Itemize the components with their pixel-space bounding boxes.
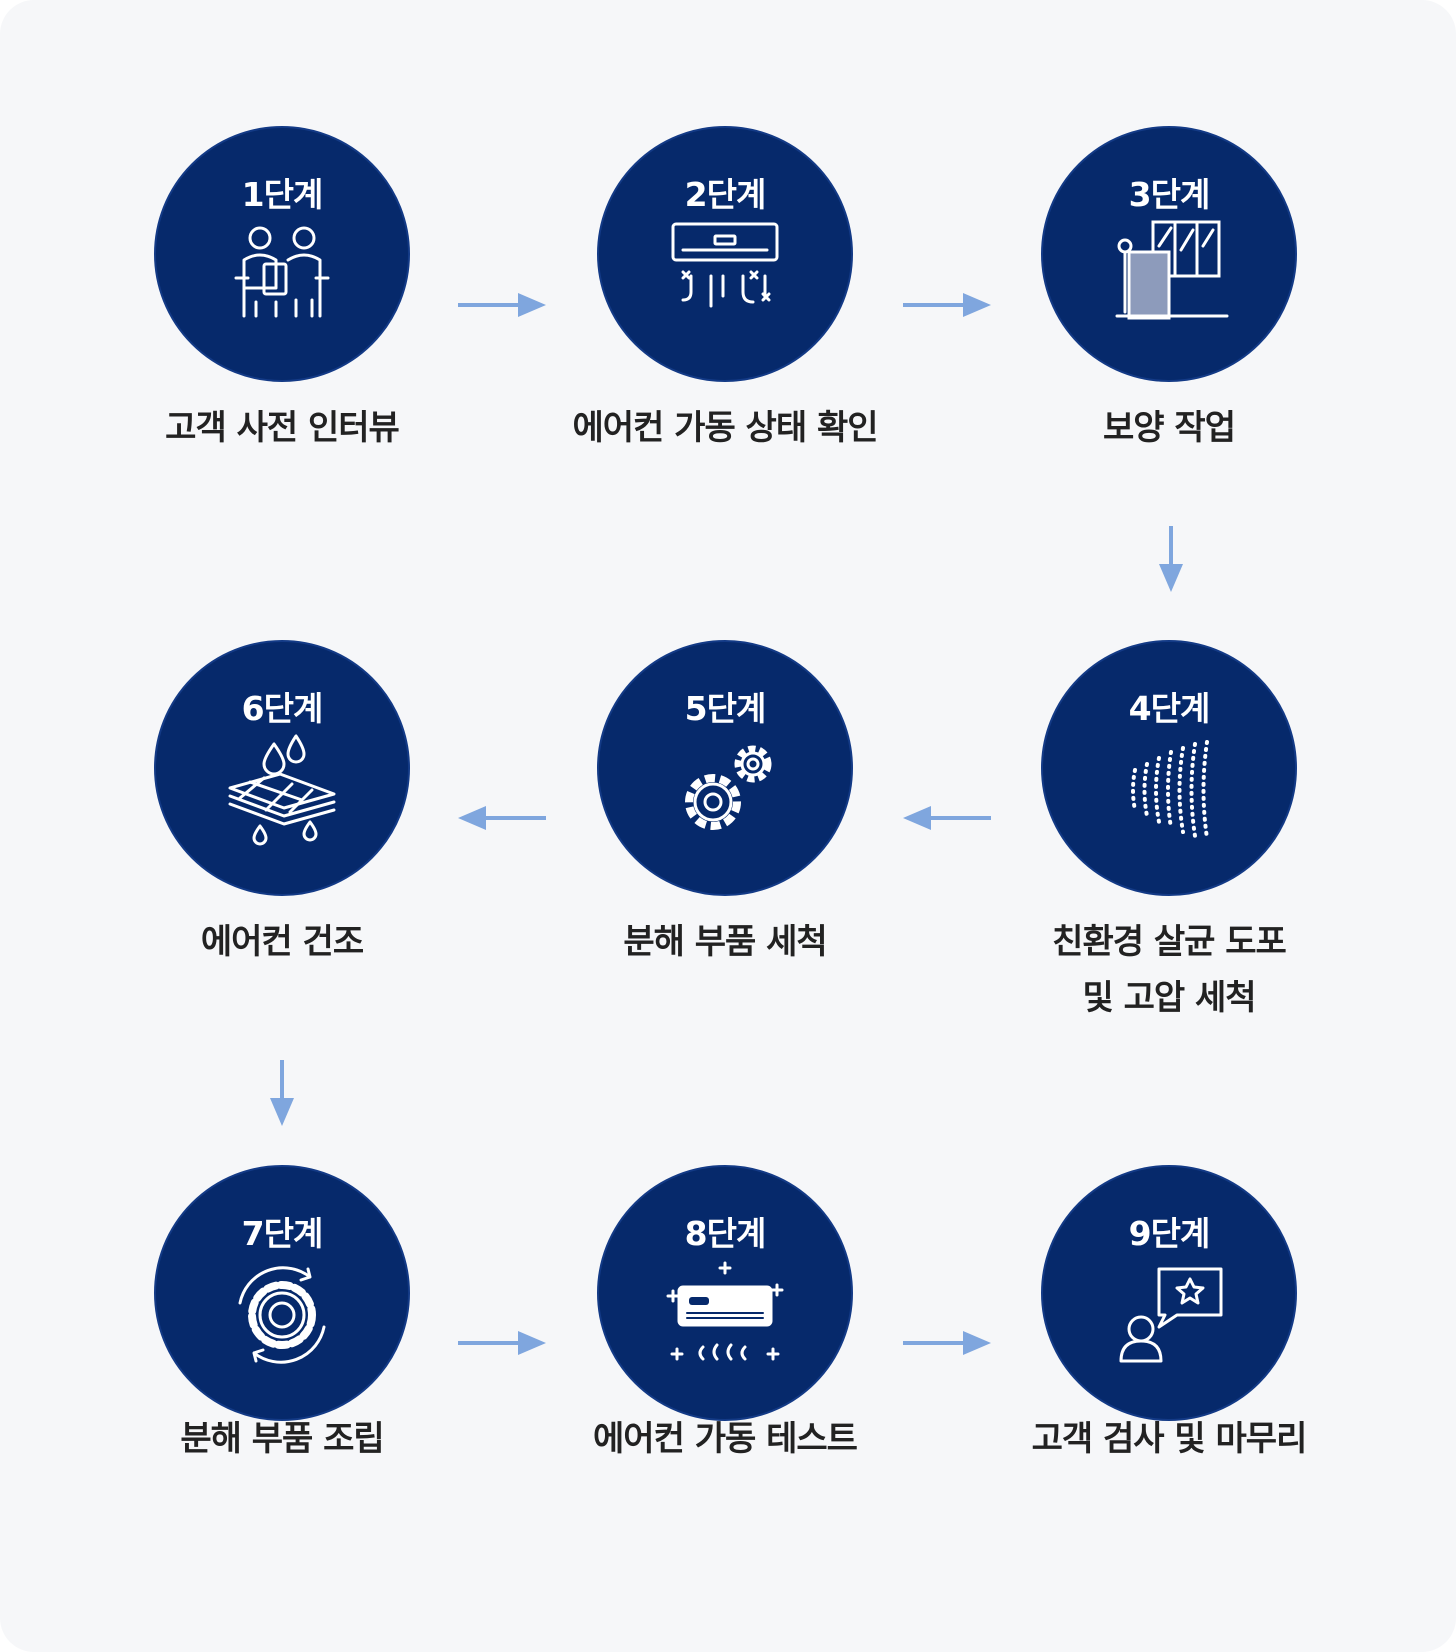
arrow-down — [267, 1058, 297, 1128]
step-number: 8단계 — [684, 1214, 767, 1253]
step-circle — [1041, 1165, 1297, 1421]
customer-review-icon — [1109, 1255, 1229, 1375]
step-circle — [597, 640, 853, 896]
step-number: 5단계 — [684, 689, 767, 728]
air-conditioner-check-icon — [665, 216, 785, 336]
step-label-line-2: 및 고압 세척 — [1082, 978, 1256, 1018]
step-circle — [597, 126, 853, 382]
step-label: 분해 부품 조립 — [180, 1419, 384, 1459]
step-number: 2단계 — [684, 175, 767, 214]
step-6: 6단계 — [154, 640, 410, 896]
step-label: 에어컨 건조 — [200, 922, 364, 962]
step-label: 분해 부품 세척 — [623, 922, 827, 962]
protective-cover-icon — [1109, 216, 1229, 336]
gear-cycle-icon — [222, 1255, 342, 1375]
arrow-right — [456, 290, 548, 320]
step-label: 보양 작업 — [1103, 408, 1236, 448]
step-3: 3단계 — [1041, 126, 1297, 382]
arrow-left — [901, 803, 993, 833]
step-number: 4단계 — [1128, 689, 1211, 728]
arrow-left — [456, 803, 548, 833]
step-label: 고객 검사 및 마무리 — [1031, 1419, 1308, 1459]
step-label: 에어컨 가동 테스트 — [593, 1419, 858, 1459]
step-label: 친환경 살균 도포 및 고압 세척 — [959, 914, 1379, 1026]
step-number: 3단계 — [1128, 175, 1211, 214]
step-label: 에어컨 가동 상태 확인 — [572, 408, 878, 448]
step-2: 2단계 — [597, 126, 853, 382]
step-9: 9단계 — [1041, 1165, 1297, 1421]
step-label-line-1: 친환경 살균 도포 — [1052, 922, 1287, 962]
spray-icon — [1109, 730, 1229, 850]
step-5: 5단계 — [597, 640, 853, 896]
step-number: 9단계 — [1128, 1214, 1211, 1253]
step-label: 고객 사전 인터뷰 — [165, 408, 400, 448]
air-conditioner-test-icon — [665, 1255, 785, 1375]
arrow-right — [456, 1328, 548, 1358]
step-number: 1단계 — [241, 175, 324, 214]
arrow-down — [1156, 524, 1186, 594]
interview-icon — [222, 216, 342, 336]
arrow-right — [901, 290, 993, 320]
step-circle — [154, 126, 410, 382]
step-number: 7단계 — [241, 1214, 324, 1253]
step-4: 4단계 — [1041, 640, 1297, 896]
drying-icon — [222, 730, 342, 850]
step-7: 7단계 — [154, 1165, 410, 1421]
step-1: 1단계 — [154, 126, 410, 382]
gears-icon — [665, 730, 785, 850]
step-number: 6단계 — [241, 689, 324, 728]
arrow-right — [901, 1328, 993, 1358]
step-8: 8단계 — [597, 1165, 853, 1421]
